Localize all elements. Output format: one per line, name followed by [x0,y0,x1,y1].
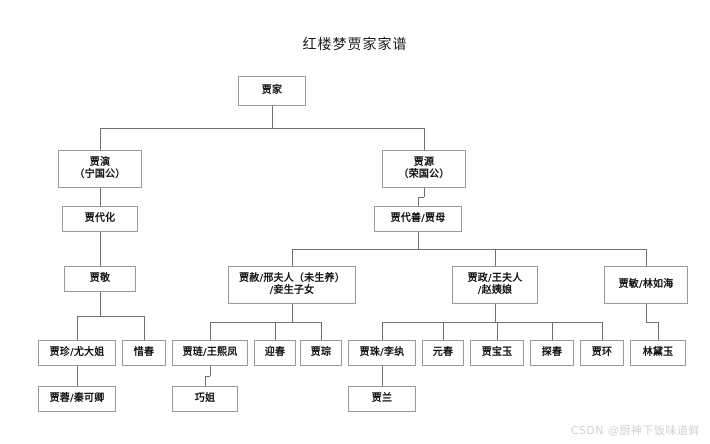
edge-stem-jiazhu [382,366,383,376]
node-label: 贾琏/王熙凤 [182,347,238,358]
edge-drop-yingchun [275,322,276,340]
edge-drop-qiaojie [205,376,206,386]
edge-drop-jialan [382,376,383,386]
edge-bus-jiadaishan [292,249,646,250]
node-label: 贾环 [591,347,613,358]
node-label: 林黛玉 [642,347,674,358]
edge-drop-jiacong [321,322,322,340]
node-xichun: 惜春 [122,340,166,366]
edge-bus-jiajia [100,128,424,129]
edge-bus-jiamin [646,322,658,323]
edge-drop-tanchun [552,322,553,340]
edge-drop-jiayan [100,128,101,150]
edge-drop-jiadaishan [418,197,419,206]
edge-bus-jiazheng [382,322,602,323]
node-jiadaihua: 贾代化 [62,206,138,232]
edge-drop-jialian [210,322,211,340]
node-label: 探春 [541,347,563,358]
node-label: 贾珠/李纨 [359,347,405,358]
edge-stem-jiajia [272,106,273,128]
node-jiayan: 贾演（宁国公） [58,150,142,188]
edge-stem-jiadaishan [418,232,419,249]
node-label: 贾家 [261,85,283,96]
node-label: 惜春 [133,347,155,358]
node-jialian: 贾琏/王熙凤 [172,340,248,366]
page-title: 红楼梦贾家家谱 [302,37,408,53]
node-label: 贾宝玉 [481,347,513,358]
edge-stem-jiayan [100,188,101,197]
edge-stem-jiazheng [495,304,496,322]
node-label: 贾政/王夫人/赵姨娘 [467,273,523,296]
node-jiabaoyu: 贾宝玉 [470,340,524,366]
edge-bus-jiayuan [418,197,424,198]
node-label: 元春 [432,347,454,358]
node-label: 贾兰 [371,393,393,404]
node-jiahuan: 贾环 [580,340,624,366]
node-jialan: 贾兰 [348,386,416,412]
node-label: 贾赦/邢夫人（未生养）/妾生子女 [239,273,345,296]
edge-stem-jiayuan [424,188,425,197]
node-jiazhu: 贾珠/李纨 [348,340,416,366]
node-label: 贾琮 [310,347,332,358]
edge-bus-jialian [205,376,210,377]
edge-drop-jiayuan [424,128,425,150]
node-jiajing: 贾敬 [64,266,136,292]
edge-drop-jiazhen [77,316,78,340]
node-jiashe: 贾赦/邢夫人（未生养）/妾生子女 [228,266,356,304]
node-label: 贾敏/林如海 [618,279,674,290]
edge-drop-jiajing [100,249,101,266]
node-label: 贾珍/尤大姐 [49,347,105,358]
edge-drop-jiadaihua [100,197,101,206]
edge-drop-jiazhu [382,322,383,340]
node-jiacong: 贾琮 [300,340,342,366]
node-jiayuan: 贾源（荣国公） [382,150,466,188]
edge-stem-jiadaihua [100,232,101,249]
node-lindaiyu: 林黛玉 [630,340,686,366]
edge-bus-jiajing [77,316,144,317]
node-yuanchun: 元春 [422,340,464,366]
edge-drop-yuanchun [443,322,444,340]
node-label: 贾敬 [89,273,111,284]
node-label: 贾蓉/秦可卿 [49,393,105,404]
node-label: 巧姐 [194,393,216,404]
node-label: 贾代化 [84,213,116,224]
node-label: 贾演（宁国公） [74,157,126,180]
edge-stem-jiamin [646,304,647,322]
edge-stem-jiajing [100,292,101,316]
edge-stem-jiazhen [77,366,78,376]
edge-drop-jiabaoyu [497,322,498,340]
node-tanchun: 探春 [530,340,574,366]
node-jiazhen: 贾珍/尤大姐 [38,340,116,366]
node-jiarong: 贾蓉/秦可卿 [38,386,116,412]
edge-stem-jialian [210,366,211,376]
node-yingchun: 迎春 [254,340,296,366]
node-jiazheng: 贾政/王夫人/赵姨娘 [452,266,538,304]
node-jiadaishan: 贾代善/贾母 [374,206,462,232]
edge-drop-lindaiyu [658,322,659,340]
node-label: 贾代善/贾母 [390,213,446,224]
edge-stem-jiashe [292,304,293,322]
edge-drop-jiarong [77,376,78,386]
edge-bus-jiashe [210,322,321,323]
node-label: 贾源（荣国公） [398,157,450,180]
node-jiamin: 贾敏/林如海 [604,266,688,304]
edge-drop-jiahuan [602,322,603,340]
node-jiajia: 贾家 [238,76,306,106]
edge-drop-jiamin [646,249,647,266]
edge-drop-jiashe [292,249,293,266]
node-label: 迎春 [264,347,286,358]
csdn-watermark: CSDN @厨神下饭味道鲜 [570,424,700,437]
edge-drop-xichun [144,316,145,340]
node-qiaojie: 巧姐 [172,386,238,412]
edge-drop-jiazheng [495,249,496,266]
